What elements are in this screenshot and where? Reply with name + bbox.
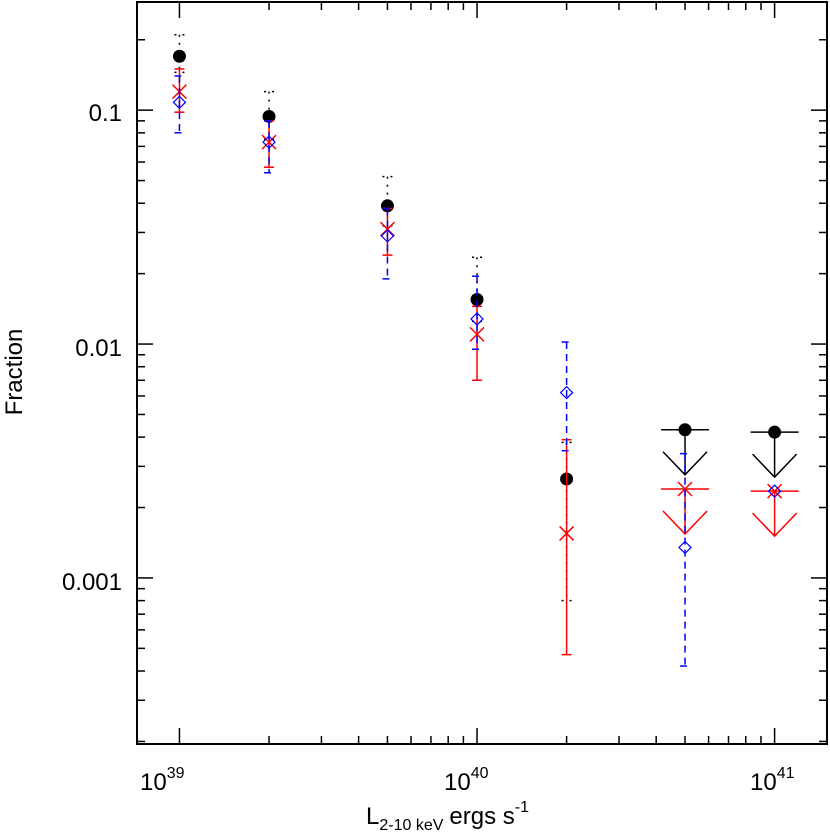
x-tick-label: 1041 — [750, 765, 795, 796]
data-point-diamond — [470, 312, 484, 326]
upper-limit-arrow — [752, 453, 798, 479]
data-point-circle — [262, 109, 276, 123]
data-point-cross — [559, 525, 575, 541]
y-axis-label: Fraction — [1, 329, 28, 416]
x-tick-label: 1040 — [444, 765, 489, 796]
plot-frame — [136, 1, 828, 745]
data-point-diamond — [767, 484, 782, 499]
upper-limit-arrow — [662, 510, 708, 536]
data-point-circle — [768, 425, 782, 439]
data-point-cross — [767, 483, 783, 499]
data-point-diamond — [172, 95, 187, 110]
data-point-diamond — [380, 229, 395, 243]
data-point-circle — [678, 423, 692, 437]
data-point-cross — [261, 134, 277, 150]
data-point-circle — [470, 293, 484, 307]
tick-marks — [137, 2, 827, 744]
data-point-diamond — [262, 135, 276, 149]
x-tick-label: 1039 — [140, 765, 185, 796]
upper-limit-arrow — [752, 512, 798, 538]
y-tick-label: 0.001 — [62, 569, 122, 596]
y-tick-label: 0.1 — [89, 100, 122, 127]
data-markers — [171, 34, 799, 667]
data-point-cross — [677, 481, 693, 497]
data-point-circle — [172, 49, 186, 63]
upper-limit-arrow — [662, 451, 708, 476]
data-point-diamond — [678, 540, 692, 555]
data-point-cross — [469, 326, 485, 342]
y-tick-label: 0.01 — [75, 335, 122, 362]
data-point-diamond — [559, 385, 574, 400]
